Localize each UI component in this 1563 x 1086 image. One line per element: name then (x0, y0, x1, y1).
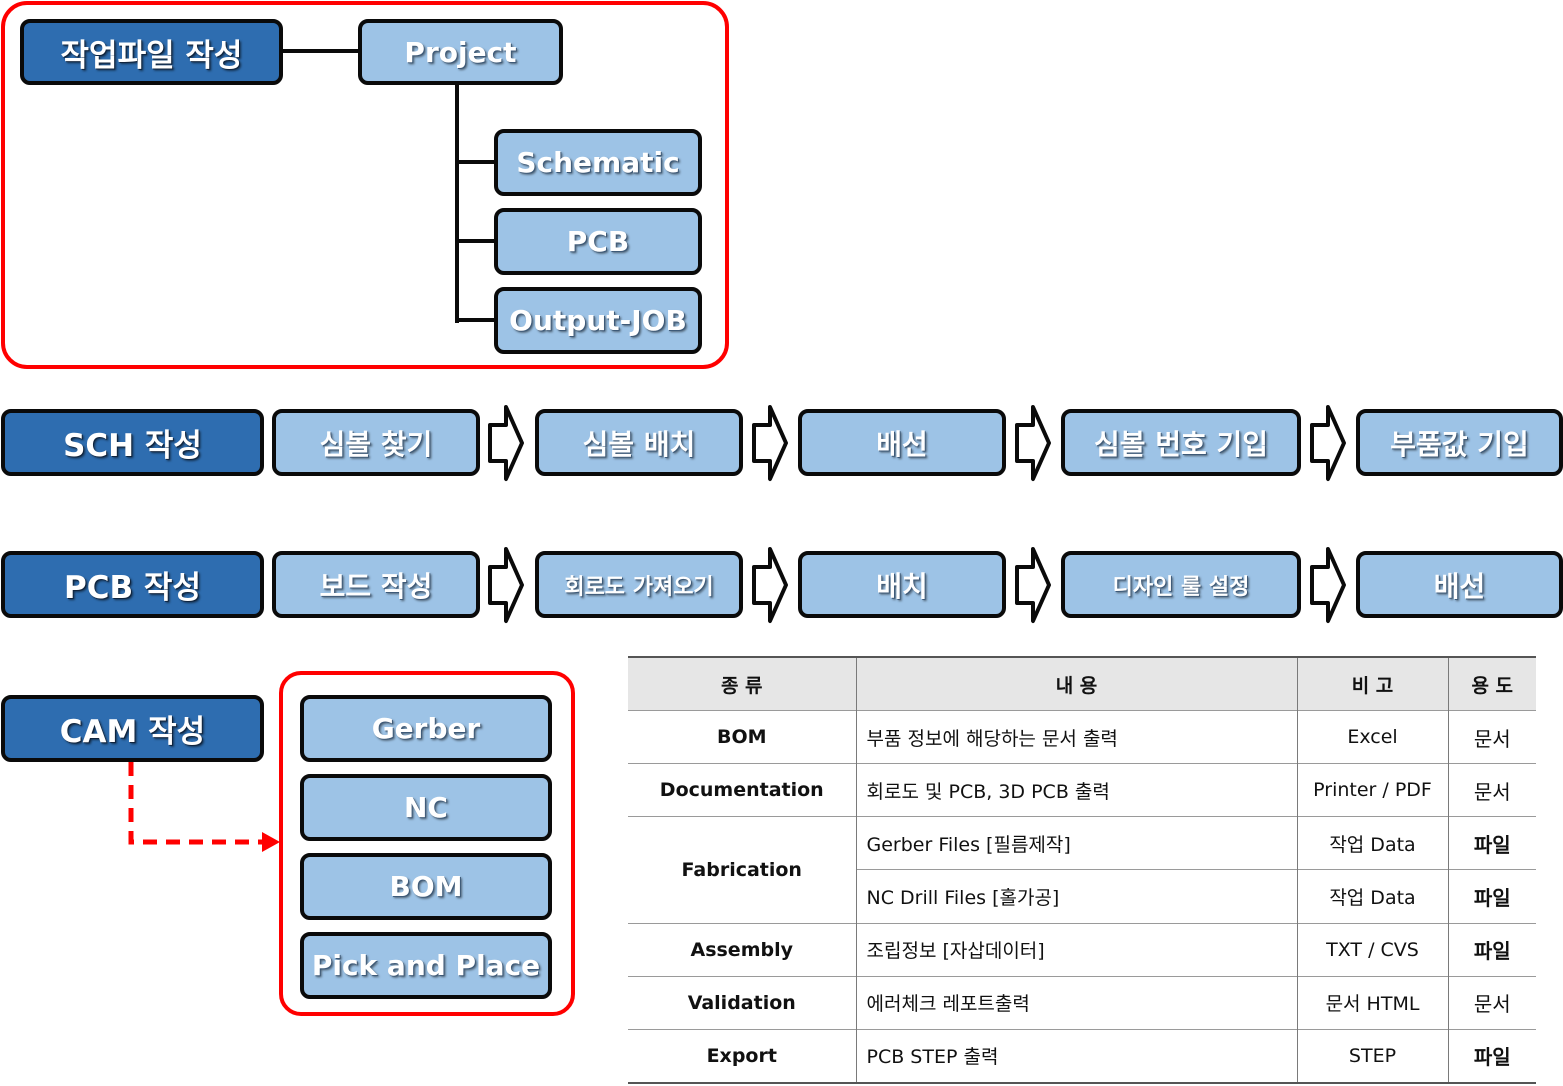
pcb-step: 배선 (1356, 551, 1563, 618)
table-cell-content: PCB STEP 출력 (856, 1028, 1298, 1084)
schematic-node: Schematic (494, 129, 702, 196)
table-cell-usage: 문서 (1448, 710, 1536, 764)
cam-outputs-frame (279, 671, 575, 1016)
sch-step: 부품값 기입 (1356, 409, 1563, 476)
pcb-step: 배치 (798, 551, 1006, 618)
flow-arrow-icon (1015, 405, 1051, 481)
table-cell-note: 작업 Data (1297, 816, 1449, 870)
table-cell-note: Printer / PDF (1297, 763, 1449, 817)
connector-line (455, 318, 497, 322)
table-header: 비 고 (1297, 656, 1449, 711)
nc-node: NC (300, 774, 552, 841)
bom-node: BOM (300, 853, 552, 920)
table-cell-content: Gerber Files [필름제작] (856, 816, 1298, 870)
table-row: Fabrication Gerber Files [필름제작] 작업 Data … (628, 816, 1536, 924)
table-row: NC Drill Files [홀가공] 작업 Data 파일 (628, 869, 1536, 924)
table-row: Assembly 조립정보 [자삽데이터] TXT / CVS 파일 (628, 922, 1536, 977)
output-job-node: Output-JOB (494, 287, 702, 354)
table-cell-usage: 문서 (1448, 975, 1536, 1030)
project-structure-frame (1, 1, 729, 369)
table-cell-note: Excel (1297, 710, 1449, 764)
connector-line (455, 239, 497, 243)
table-cell-note: TXT / CVS (1297, 922, 1449, 977)
table-row: Export PCB STEP 출력 STEP 파일 (628, 1028, 1536, 1084)
cam-output-table: 종 류 내 용 비 고 용 도 BOM 부품 정보에 해당하는 문서 출력 Ex… (628, 656, 1536, 1084)
flow-arrow-icon (488, 405, 524, 481)
flow-arrow-icon (488, 547, 524, 623)
sch-step: 배선 (798, 409, 1006, 476)
pcb-node: PCB (494, 208, 702, 275)
sch-step: 심볼 번호 기입 (1061, 409, 1301, 476)
pcb-step: 디자인 룰 설정 (1061, 551, 1301, 618)
table-cell-category: Fabrication (628, 816, 857, 924)
gerber-node: Gerber (300, 695, 552, 762)
pick-and-place-node: Pick and Place (300, 932, 552, 999)
sch-step: 심볼 찾기 (272, 409, 480, 476)
connector-line (455, 160, 497, 164)
cam-label: CAM 작성 (1, 695, 264, 762)
table-cell-category: Documentation (628, 763, 857, 817)
table-header: 종 류 (628, 656, 857, 711)
table-cell-note: 문서 HTML (1297, 975, 1449, 1030)
table-cell-usage: 파일 (1448, 816, 1536, 870)
sch-step: 심볼 배치 (535, 409, 743, 476)
table-cell-category: BOM (628, 710, 857, 764)
table-cell-note: STEP (1297, 1028, 1449, 1084)
flow-arrow-icon (752, 547, 788, 623)
table-row: BOM 부품 정보에 해당하는 문서 출력 Excel 문서 (628, 710, 1536, 764)
table-cell-content: 회로도 및 PCB, 3D PCB 출력 (856, 763, 1298, 817)
table-cell-content: 에러체크 레포트출력 (856, 975, 1298, 1030)
project-node: Project (358, 19, 563, 85)
table-cell-usage: 파일 (1448, 1028, 1536, 1084)
table-cell-usage: 파일 (1448, 922, 1536, 977)
table-row: Documentation 회로도 및 PCB, 3D PCB 출력 Print… (628, 763, 1536, 817)
flow-arrow-icon (752, 405, 788, 481)
table-cell-content: NC Drill Files [홀가공] (856, 869, 1298, 924)
connector-line (455, 85, 459, 323)
flow-arrow-icon (1015, 547, 1051, 623)
table-cell-content: 조립정보 [자삽데이터] (856, 922, 1298, 977)
table-row: Validation 에러체크 레포트출력 문서 HTML 문서 (628, 975, 1536, 1030)
work-file-node: 작업파일 작성 (20, 19, 283, 85)
table-cell-content: 부품 정보에 해당하는 문서 출력 (856, 710, 1298, 764)
table-cell-usage: 파일 (1448, 869, 1536, 924)
table-cell-category: Assembly (628, 922, 857, 977)
sch-label: SCH 작성 (1, 409, 264, 476)
table-header: 내 용 (856, 656, 1298, 711)
table-header-row: 종 류 내 용 비 고 용 도 (628, 656, 1536, 711)
pcb-step: 회로도 가져오기 (535, 551, 743, 618)
connector-line (283, 49, 360, 53)
table-cell-note: 작업 Data (1297, 869, 1449, 924)
flow-arrow-icon (1310, 405, 1346, 481)
table-cell-category: Export (628, 1028, 857, 1084)
table-cell-category: Validation (628, 975, 857, 1030)
table-header: 용 도 (1448, 656, 1536, 711)
pcb-step: 보드 작성 (272, 551, 480, 618)
table-cell-usage: 문서 (1448, 763, 1536, 817)
pcb-label: PCB 작성 (1, 551, 264, 618)
flow-arrow-icon (1310, 547, 1346, 623)
